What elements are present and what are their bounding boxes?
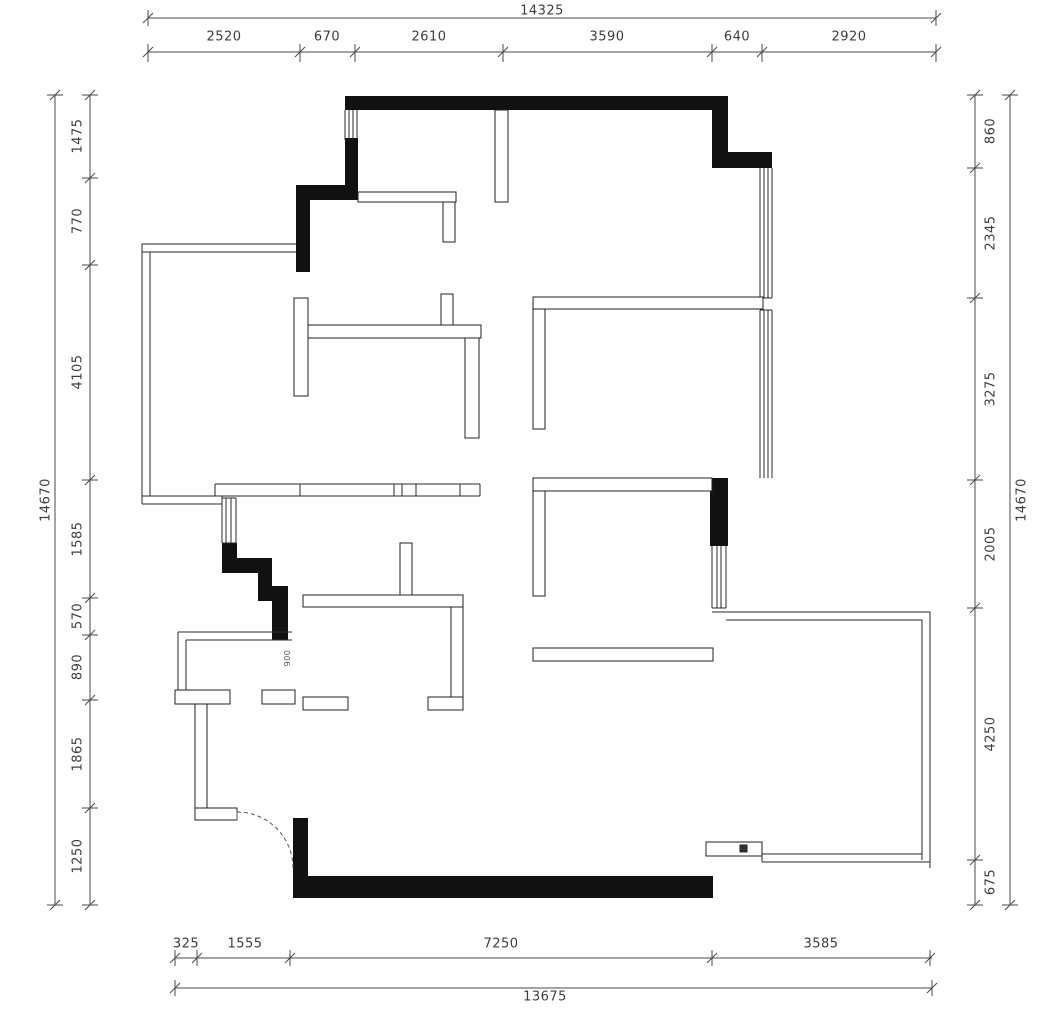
dim-top-seg-3: 2610 (411, 29, 447, 45)
dim-right-seg-2: 2345 (983, 215, 999, 251)
dim-left-total: 14670 (38, 478, 54, 522)
dim-top-seg-1: 2520 (206, 29, 242, 45)
dim-top-seg-6: 2920 (831, 29, 867, 45)
dim-right-seg-1: 860 (983, 117, 999, 145)
dim-bottom-seg-3: 7250 (483, 936, 519, 952)
dim-left-seg-1: 1475 (70, 118, 86, 154)
dim-bottom-seg-4: 3585 (803, 936, 839, 952)
dim-bottom-total: 13675 (523, 989, 567, 1005)
dim-bottom-seg-2: 1555 (227, 936, 263, 952)
dim-left-seg-7: 1865 (70, 736, 86, 772)
dim-left-seg-5: 570 (70, 602, 86, 630)
threshold-marker-icon (739, 844, 748, 853)
dimension-lines-layer (47, 10, 1018, 996)
dim-left-seg-6: 890 (70, 653, 86, 681)
dim-left-seg-8: 1250 (70, 838, 86, 874)
partitions-layer (174, 109, 764, 857)
walls-layer (222, 96, 772, 898)
dim-left-seg-3: 4105 (70, 354, 86, 390)
dim-right-seg-6: 675 (983, 868, 999, 896)
dim-right-seg-4: 2005 (983, 526, 999, 562)
dim-top-total: 14325 (520, 3, 564, 19)
dim-right-seg-3: 3275 (983, 371, 999, 407)
dim-bottom-seg-1: 325 (172, 936, 200, 952)
dim-top-seg-4: 3590 (589, 29, 625, 45)
windows-layer (141, 110, 931, 868)
balcony-threshold (705, 841, 763, 857)
dim-left-seg-4: 1585 (70, 521, 86, 557)
door-width-label: 900 (283, 649, 292, 667)
door-arc (236, 811, 294, 869)
dim-right-total: 14670 (1014, 478, 1030, 522)
dim-top-seg-5: 640 (723, 29, 751, 45)
dim-right-seg-5: 4250 (983, 716, 999, 752)
dim-top-seg-2: 670 (313, 29, 341, 45)
dim-left-seg-2: 770 (70, 207, 86, 235)
